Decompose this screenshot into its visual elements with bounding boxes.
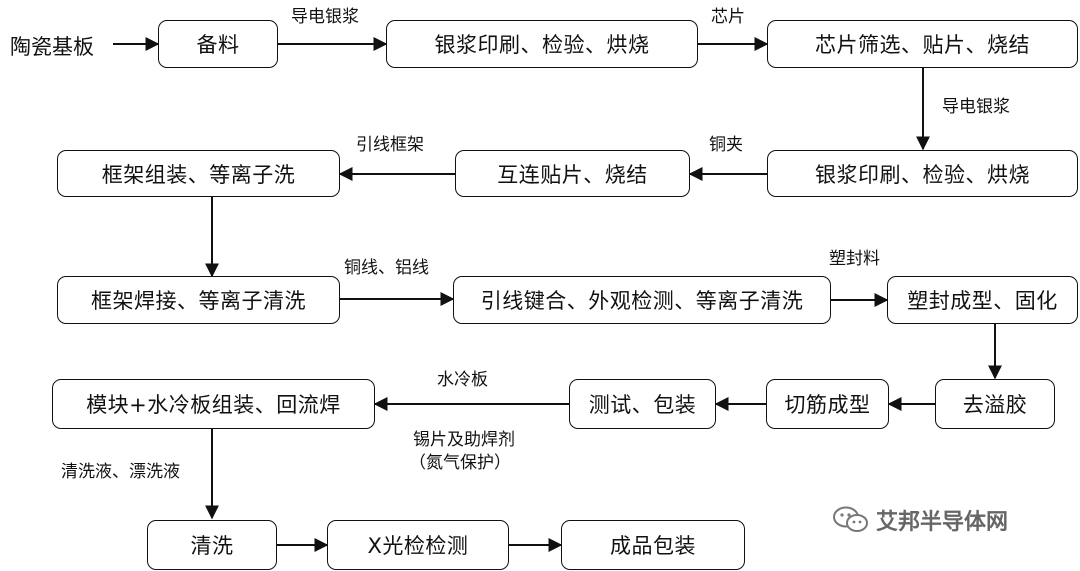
label-cold-plate: 水冷板: [437, 370, 488, 390]
watermark-text: 艾邦半导体网: [876, 510, 1009, 535]
node-silver-print-2: 银浆印刷、检验、烘烧: [767, 150, 1078, 197]
node-frame-assembly: 框架组装、等离子洗: [57, 150, 340, 197]
node-cleaning: 清洗: [147, 520, 277, 570]
node-final-packing: 成品包装: [561, 520, 745, 570]
node-chip-attach: 芯片筛选、贴片、烧结: [767, 20, 1078, 68]
label-lead-frame: 引线框架: [356, 135, 424, 155]
label-molding-compound: 塑封料: [829, 249, 880, 269]
node-deflash: 去溢胶: [935, 379, 1055, 429]
start-label: 陶瓷基板: [10, 35, 94, 59]
node-silver-print-1: 银浆印刷、检验、烘烧: [386, 20, 698, 68]
label-conductive-silver-1: 导电银浆: [291, 7, 359, 27]
node-test-pack: 测试、包装: [569, 379, 716, 429]
label-chip: 芯片: [711, 7, 745, 27]
node-module-reflow: 模块+水冷板组装、回流焊: [52, 379, 375, 429]
label-nitrogen-protection: （氮气保护）: [409, 453, 511, 473]
label-solder-flux: 锡片及助焊剂: [413, 430, 515, 450]
node-trim-form: 切筋成型: [766, 379, 889, 429]
node-material-prep: 备料: [158, 20, 278, 68]
label-conductive-silver-2: 导电银浆: [942, 97, 1010, 117]
node-wire-bonding: 引线键合、外观检测、等离子清洗: [453, 276, 831, 324]
label-copper-aluminum-wire: 铜线、铝线: [344, 258, 429, 278]
node-xray-inspection: X光检检测: [327, 520, 509, 570]
wechat-icon: [833, 506, 868, 532]
label-cleaning-agents: 清洗液、漂洗液: [61, 462, 180, 482]
node-frame-welding: 框架焊接、等离子清洗: [57, 276, 340, 324]
label-copper-clip: 铜夹: [709, 135, 743, 155]
node-molding: 塑封成型、固化: [887, 276, 1078, 324]
node-interconnect: 互连贴片、烧结: [455, 150, 690, 197]
watermark: 艾邦半导体网: [832, 504, 1008, 536]
